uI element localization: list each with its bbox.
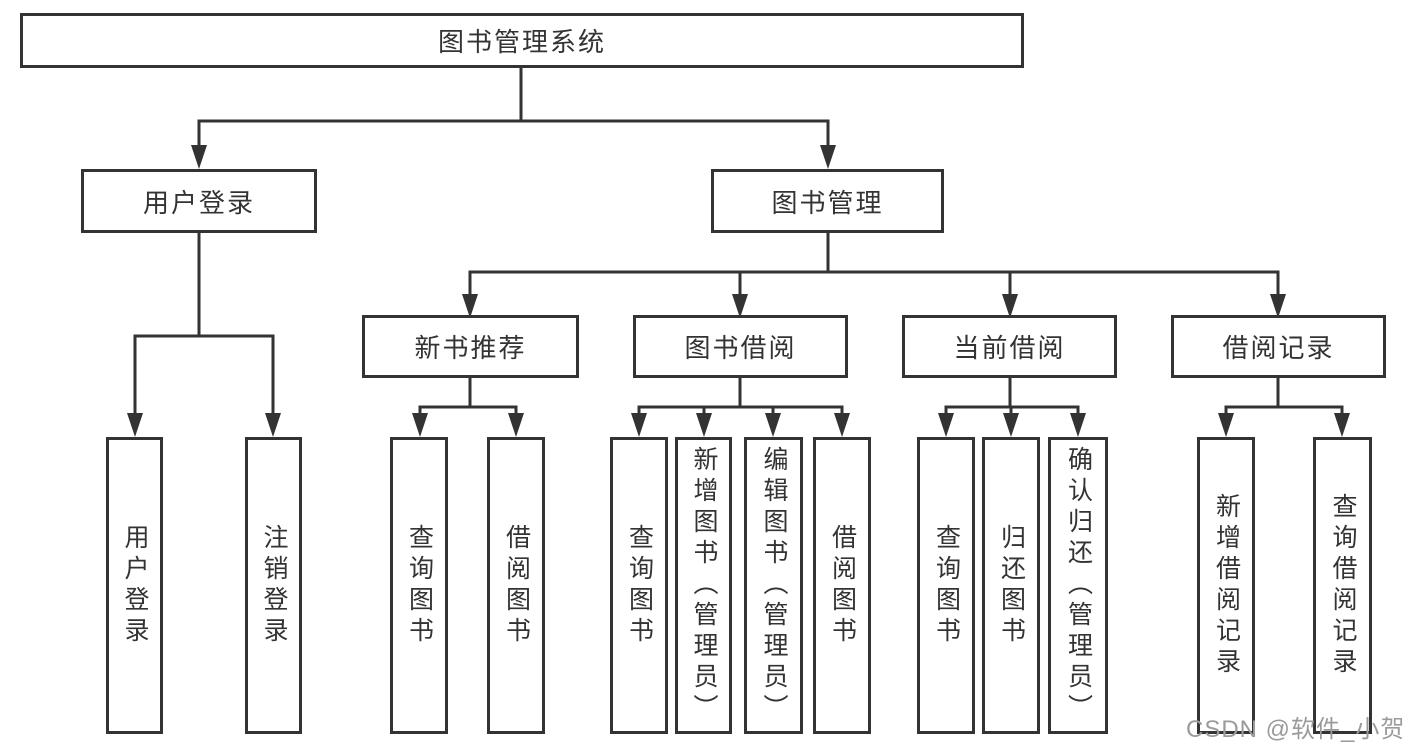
node-borrow-records: 借阅记录 <box>1171 315 1386 378</box>
node-new-book-recommend: 新书推荐 <box>362 315 579 378</box>
leaf-user-login: 用户登录 <box>106 437 163 734</box>
leaf-logout-label: 注销登录 <box>260 523 288 648</box>
connector-book-mgmt-to-level3 <box>462 231 1286 318</box>
leaf-query-books-1: 查询图书 <box>390 437 448 734</box>
leaf-query-books-1-label: 查询图书 <box>405 523 434 648</box>
leaf-borrow-books-1-label: 借阅图书 <box>502 523 531 648</box>
node-current-borrow-label: 当前借阅 <box>953 333 1066 363</box>
leaf-query-books-2-label: 查询图书 <box>625 523 654 648</box>
leaf-borrow-books-1: 借阅图书 <box>487 437 545 734</box>
connector-new-book-to-children <box>412 376 524 437</box>
leaf-borrow-books-2-label: 借阅图书 <box>828 523 857 648</box>
node-user-login-label: 用户登录 <box>142 187 255 218</box>
leaf-add-borrow-record-label: 新增借阅记录 <box>1212 492 1241 679</box>
node-book-mgmt: 图书管理 <box>711 169 944 233</box>
leaf-return-books: 归还图书 <box>982 437 1040 734</box>
leaf-confirm-return-admin: 确认归还（管理员） <box>1048 437 1108 734</box>
leaf-add-books-admin: 新增图书（管理员） <box>675 437 732 734</box>
connector-user-login-to-children <box>127 231 281 437</box>
node-borrow-records-label: 借阅记录 <box>1222 333 1335 363</box>
node-book-borrow-label: 图书借阅 <box>684 333 797 363</box>
leaf-query-books-3-label: 查询图书 <box>932 523 961 648</box>
node-book-mgmt-label: 图书管理 <box>771 187 884 218</box>
leaf-logout: 注销登录 <box>245 437 302 734</box>
node-user-login: 用户登录 <box>81 169 317 233</box>
leaf-user-login-label: 用户登录 <box>121 523 149 648</box>
leaf-edit-books-admin-label: 编辑图书（管理员） <box>760 446 788 725</box>
node-current-borrow: 当前借阅 <box>902 315 1117 378</box>
leaf-query-borrow-record: 查询借阅记录 <box>1313 437 1372 734</box>
node-root: 图书管理系统 <box>20 13 1024 68</box>
leaf-add-borrow-record: 新增借阅记录 <box>1197 437 1255 734</box>
connector-current-borrow-to-children <box>938 376 1086 437</box>
leaf-add-books-admin-label: 新增图书（管理员） <box>690 446 718 725</box>
connector-borrow-records-to-children <box>1218 376 1350 437</box>
node-book-borrow: 图书借阅 <box>633 315 848 378</box>
leaf-confirm-return-admin-label: 确认归还（管理员） <box>1064 446 1093 725</box>
connector-root-to-level2 <box>191 66 836 169</box>
connector-book-borrow-to-children <box>631 376 850 437</box>
leaf-edit-books-admin: 编辑图书（管理员） <box>744 437 803 734</box>
csdn-watermark: CSDN @软件_小贺同学 <box>1186 716 1405 743</box>
leaf-return-books-label: 归还图书 <box>997 523 1026 648</box>
node-root-label: 图书管理系统 <box>437 27 606 57</box>
leaf-query-borrow-record-label: 查询借阅记录 <box>1329 492 1357 679</box>
leaf-query-books-2: 查询图书 <box>610 437 668 734</box>
node-new-book-recommend-label: 新书推荐 <box>414 333 527 363</box>
leaf-borrow-books-2: 借阅图书 <box>813 437 871 734</box>
leaf-query-books-3: 查询图书 <box>917 437 975 734</box>
